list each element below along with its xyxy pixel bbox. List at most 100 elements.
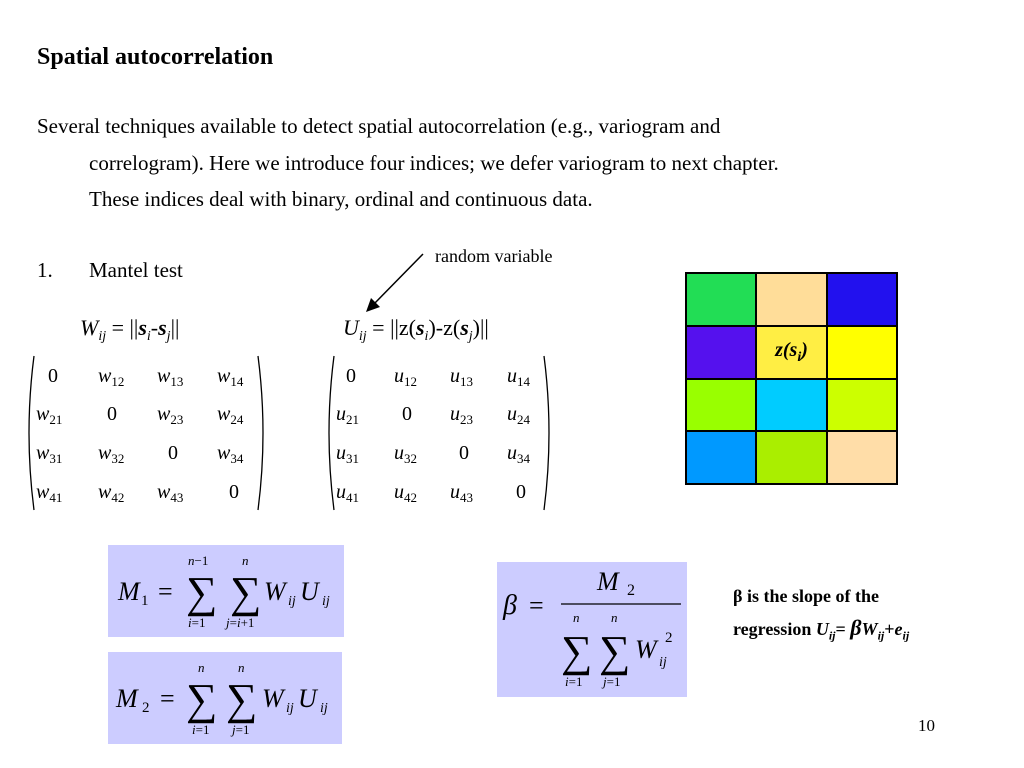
svg-text:1: 1: [141, 593, 149, 609]
m2-formula: M 2 = n ∑ i=1 n ∑ j=1 W ij U ij: [108, 652, 342, 744]
grid-cell: [826, 325, 897, 379]
svg-text:β: β: [502, 590, 517, 621]
svg-text:i=1: i=1: [565, 674, 582, 689]
svg-text:w34: w34: [217, 442, 244, 466]
svg-text:n: n: [242, 553, 249, 568]
svg-text:M: M: [596, 567, 620, 596]
u-matrix: 0 u12 u13 u14 u21 0 u23 u24 u31 u32 0 u3…: [328, 355, 550, 511]
svg-text:ij: ij: [320, 701, 328, 716]
svg-text:u14: u14: [507, 365, 531, 389]
grid-cell: [686, 378, 757, 432]
svg-text:u23: u23: [450, 403, 473, 427]
paragraph-line-1: Several techniques available to detect s…: [37, 114, 721, 138]
svg-text:n: n: [573, 610, 580, 625]
svg-text:u21: u21: [336, 403, 359, 427]
svg-text:j=i+1: j=i+1: [224, 615, 254, 630]
svg-text:=: =: [158, 577, 173, 606]
svg-text:w21: w21: [36, 403, 62, 427]
list-item-number: 1.: [37, 258, 53, 282]
beta-note-line-2: regression Uij= βWij+eij: [733, 615, 910, 643]
page-title: Spatial autocorrelation: [37, 44, 274, 70]
grid-cell: [756, 273, 827, 326]
svg-text:∑: ∑: [186, 568, 217, 617]
svg-text:w32: w32: [98, 442, 124, 466]
svg-text:u43: u43: [450, 481, 473, 505]
svg-text:u32: u32: [394, 442, 417, 466]
svg-text:∑: ∑: [561, 627, 592, 676]
beta-formula: β = M 2 n ∑ i=1 n ∑ j=1 W ij 2: [497, 562, 687, 697]
svg-text:w12: w12: [98, 365, 124, 389]
svg-text:u42: u42: [394, 481, 417, 505]
svg-text:u13: u13: [450, 365, 473, 389]
svg-text:∑: ∑: [599, 627, 630, 676]
svg-text:u34: u34: [507, 442, 531, 466]
svg-text:w31: w31: [36, 442, 62, 466]
svg-text:∑: ∑: [186, 675, 217, 724]
svg-text:i=1: i=1: [188, 615, 205, 630]
grid-cell-zsi: z(si): [756, 325, 827, 379]
svg-text:=: =: [160, 684, 175, 713]
svg-text:w14: w14: [217, 365, 244, 389]
svg-text:U: U: [300, 577, 321, 606]
svg-text:w24: w24: [217, 403, 244, 427]
paragraph-line-3: These indices deal with binary, ordinal …: [89, 187, 593, 211]
paragraph-line-2: correlogram). Here we introduce four ind…: [89, 150, 779, 175]
beta-note-line-1: β is the slope of the: [733, 586, 879, 606]
svg-text:i=1: i=1: [192, 722, 209, 737]
annotation-arrow: [366, 253, 424, 312]
svg-text:j=1: j=1: [230, 722, 249, 737]
svg-text:w13: w13: [157, 365, 183, 389]
grid-cell: [756, 378, 827, 432]
svg-text:j=1: j=1: [601, 674, 620, 689]
svg-text:∑: ∑: [226, 675, 257, 724]
grid-cell: [826, 378, 897, 432]
svg-text:u41: u41: [336, 481, 359, 505]
svg-text:U: U: [298, 684, 319, 713]
svg-text:n−1: n−1: [188, 553, 208, 568]
spatial-grid: z(si): [685, 272, 898, 485]
svg-text:n: n: [238, 660, 245, 675]
random-variable-annotation: random variable: [435, 246, 553, 266]
grid-cell: [686, 325, 757, 379]
beta-description: β is the slope of the regression Uij= βW…: [733, 580, 973, 652]
svg-text:0: 0: [168, 442, 178, 464]
svg-text:2: 2: [627, 582, 635, 599]
svg-text:w41: w41: [36, 481, 62, 505]
svg-text:0: 0: [107, 403, 117, 425]
svg-text:u31: u31: [336, 442, 359, 466]
svg-text:M: M: [117, 577, 141, 606]
svg-text:2: 2: [142, 700, 150, 716]
svg-text:0: 0: [229, 481, 239, 503]
page-number: 10: [918, 716, 935, 735]
svg-text:=: =: [529, 591, 544, 620]
grid-cell: [826, 273, 897, 326]
m1-formula: M 1 = n−1 ∑ i=1 n ∑ j=i+1 W ij U ij: [108, 545, 344, 637]
svg-text:W: W: [264, 577, 288, 606]
svg-text:ij: ij: [286, 701, 294, 716]
svg-text:0: 0: [48, 365, 58, 387]
svg-text:ij: ij: [322, 594, 330, 609]
svg-text:w43: w43: [157, 481, 183, 505]
svg-text:0: 0: [516, 481, 526, 503]
w-equation: Wij = ||si-sj||: [80, 315, 180, 344]
svg-text:W: W: [262, 684, 286, 713]
u-equation: Uij = ||z(si)-z(sj)||: [343, 315, 489, 344]
svg-text:0: 0: [459, 442, 469, 464]
list-item-label: Mantel test: [89, 258, 183, 282]
svg-text:0: 0: [346, 365, 356, 387]
svg-text:w23: w23: [157, 403, 183, 427]
svg-text:w42: w42: [98, 481, 124, 505]
svg-text:u12: u12: [394, 365, 417, 389]
svg-text:ij: ij: [288, 594, 296, 609]
svg-text:M: M: [115, 684, 139, 713]
grid-cell: [686, 273, 757, 326]
svg-text:n: n: [198, 660, 205, 675]
grid-cell: [826, 431, 897, 484]
svg-text:n: n: [611, 610, 618, 625]
grid-cell: [756, 431, 827, 484]
zsi-label: z(si): [775, 338, 808, 365]
svg-text:W: W: [635, 635, 659, 664]
w-matrix: 0 w12 w13 w14 w21 0 w23 w24 w31 w32 0 w3…: [28, 355, 264, 511]
svg-text:0: 0: [402, 403, 412, 425]
svg-text:∑: ∑: [230, 568, 261, 617]
